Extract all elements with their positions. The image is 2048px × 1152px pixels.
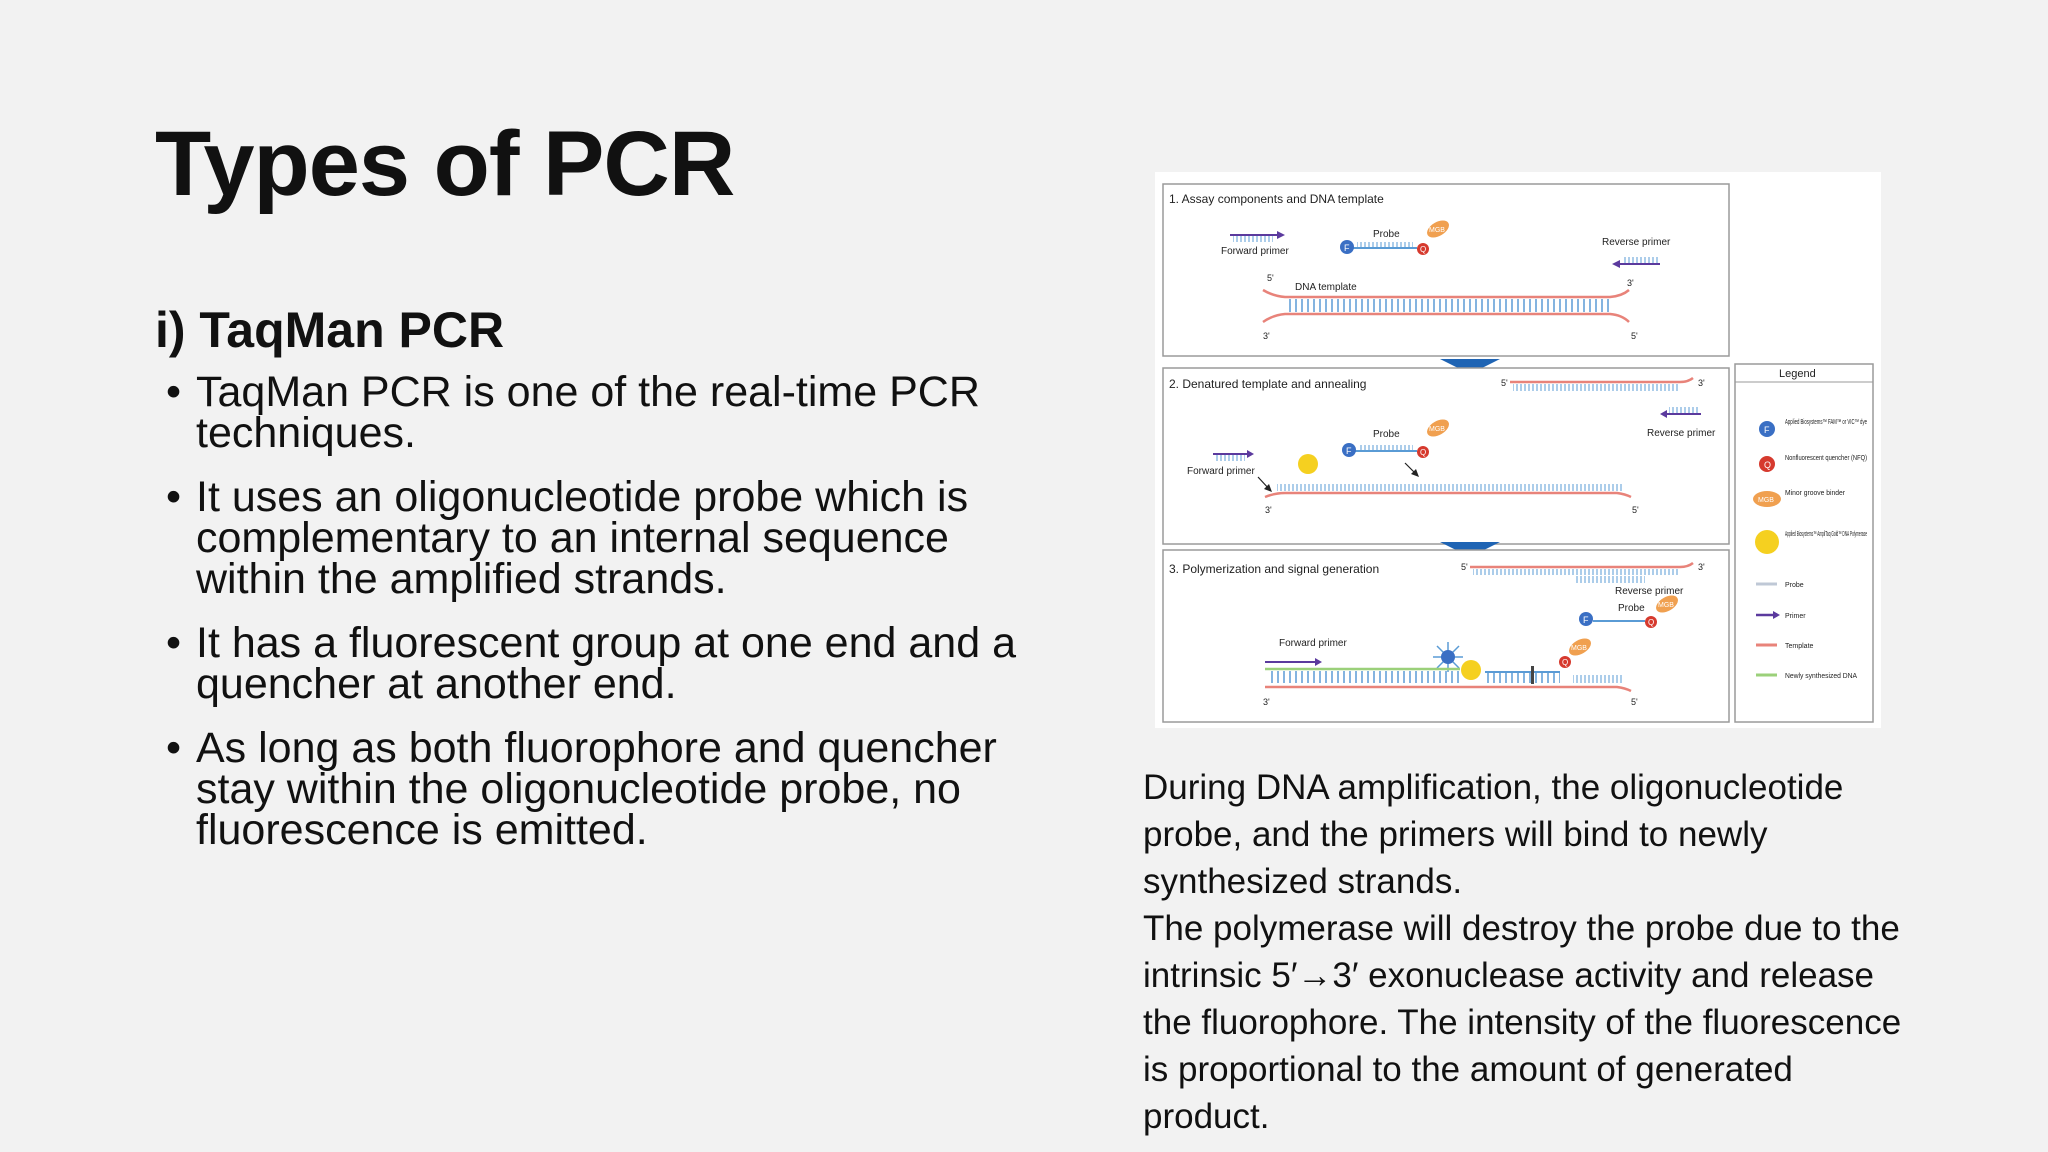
legend-probe: Probe [1785, 582, 1804, 589]
svg-text:Reverse primer: Reverse primer [1647, 428, 1716, 439]
bullet-item: As long as both fluorophore and quencher… [160, 727, 1060, 852]
bullet-list: TaqMan PCR is one of the real-time PCR t… [160, 371, 1060, 874]
svg-text:MGB: MGB [1658, 602, 1674, 609]
forward-primer: Forward primer [1221, 231, 1289, 257]
svg-text:Reverse primer: Reverse primer [1615, 586, 1684, 597]
fluorophore-icon [1340, 240, 1354, 254]
svg-text:3': 3' [1265, 505, 1272, 515]
svg-text:3': 3' [1263, 697, 1270, 707]
svg-text:Q: Q [1648, 618, 1654, 627]
probe-label: Probe [1373, 229, 1400, 240]
legend-polymerase: Applied Biosystems™ AmpliTaq Gold™ DNA P… [1785, 531, 1867, 538]
bullet-item: TaqMan PCR is one of the real-time PCR t… [160, 371, 1060, 455]
figure-caption: During DNA amplification, the oligonucle… [1143, 764, 1903, 1140]
legend-mgb: Minor groove binder [1785, 490, 1846, 497]
svg-text:Q: Q [1764, 460, 1771, 470]
caption-paragraph-2: The polymerase will destroy the probe du… [1143, 909, 1902, 1136]
svg-text:5': 5' [1631, 697, 1638, 707]
svg-text:3': 3' [1263, 331, 1270, 341]
slide-subtitle: i) TaqMan PCR [155, 302, 505, 358]
svg-text:3': 3' [1698, 562, 1705, 572]
svg-text:F: F [1583, 615, 1589, 625]
mgb-icon [1427, 220, 1449, 238]
caption-paragraph-1: During DNA amplification, the oligonucle… [1143, 768, 1844, 901]
probe-assembly: Probe F Q MGB [1340, 220, 1449, 255]
svg-text:5': 5' [1631, 331, 1638, 341]
svg-text:3': 3' [1627, 278, 1634, 288]
polymerase-icon [1298, 454, 1318, 474]
svg-text:F: F [1764, 425, 1770, 435]
legend-title: Legend [1779, 368, 1816, 380]
forward-primer-label: Forward primer [1221, 246, 1289, 257]
svg-text:5': 5' [1461, 562, 1468, 572]
svg-text:Probe: Probe [1618, 603, 1645, 614]
svg-text:F: F [1344, 243, 1350, 253]
panel-1-title: 1. Assay components and DNA template [1169, 192, 1384, 206]
reverse-primer-label: Reverse primer [1602, 237, 1671, 248]
svg-text:MGB: MGB [1429, 227, 1445, 234]
svg-text:Forward primer: Forward primer [1187, 466, 1255, 477]
svg-text:Probe: Probe [1373, 429, 1400, 440]
svg-text:5': 5' [1267, 273, 1274, 283]
released-fluorophore-icon [1433, 642, 1463, 672]
svg-text:Q: Q [1562, 658, 1568, 667]
dna-template: 5' DNA template 3' 3' 5' [1262, 273, 1638, 341]
legend: Legend F Applied Biosystems™ FAM™ or VIC… [1734, 363, 1874, 723]
svg-text:Forward primer: Forward primer [1279, 638, 1347, 649]
svg-text:Q: Q [1420, 245, 1426, 254]
legend-primer: Primer [1785, 613, 1806, 620]
bullet-item: It uses an oligonucleotide probe which i… [160, 476, 1060, 601]
svg-text:5': 5' [1501, 378, 1508, 388]
panel-1-frame [1162, 183, 1730, 357]
svg-text:MGB: MGB [1429, 426, 1445, 433]
svg-text:MGB: MGB [1571, 645, 1587, 652]
quencher-icon [1417, 243, 1429, 255]
dna-template-label: DNA template [1295, 282, 1357, 293]
bullet-item: It has a fluorescent group at one end an… [160, 622, 1060, 706]
svg-text:Q: Q [1420, 448, 1426, 457]
legend-template: Template [1785, 643, 1814, 650]
legend-nfq: Nonfluorescent quencher (NFQ) [1785, 455, 1867, 462]
panel-3-title: 3. Polymerization and signal generation [1169, 562, 1379, 576]
svg-text:F: F [1346, 446, 1352, 456]
step-arrow-icon [1440, 359, 1500, 374]
svg-text:3': 3' [1698, 378, 1705, 388]
slide-title: Types of PCR [155, 113, 735, 215]
panel-2-title: 2. Denatured template and annealing [1169, 377, 1366, 391]
panel-2-frame [1162, 367, 1730, 545]
svg-text:5': 5' [1632, 505, 1639, 515]
reverse-primer: Reverse primer [1602, 237, 1671, 268]
svg-text:MGB: MGB [1758, 497, 1774, 504]
legend-new-dna: Newly synthesized DNA [1785, 673, 1857, 680]
legend-dye: Applied Biosystems™ FAM™ or VIC™ dye [1785, 419, 1867, 426]
taqman-diagram: 1. Assay components and DNA template For… [1155, 172, 1881, 728]
